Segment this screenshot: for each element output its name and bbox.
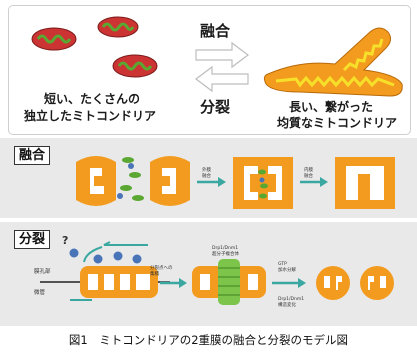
fusion-proteins <box>117 157 144 201</box>
fission-row-label: 分裂 <box>14 230 51 249</box>
drp-change-line2: 構造変化 <box>278 303 296 308</box>
overview-fusion-label: 融合 <box>200 22 231 40</box>
fragmented-caption-line2: 独立したミトコンドリア <box>24 109 157 123</box>
overview-fission-label: 分裂 <box>200 98 231 116</box>
gtp-line1: GTP <box>278 262 287 267</box>
figure-caption: 図1 ミトコンドリアの2重膜の融合と分裂のモデル図 <box>68 333 349 347</box>
fragmented-caption-line1: 短い、たくさんの <box>44 92 141 106</box>
membrane-pore-label: 膜孔部 <box>34 269 51 275</box>
drp-complex-line2: 超分子複合体 <box>212 252 239 257</box>
fusion-step2-line2: 融合 <box>304 174 313 179</box>
fragmented-mitochondrion-3 <box>112 54 158 78</box>
microtubule-label: 微管 <box>34 290 46 296</box>
unknown-factor-mark: ? <box>62 234 69 247</box>
fission-mito-constriction <box>192 259 266 305</box>
fission-mito-1 <box>80 266 158 298</box>
fusion-step2-line1: 内膜 <box>304 168 313 173</box>
fission-daughter-2 <box>360 266 394 300</box>
fusion-result <box>335 157 395 209</box>
fusion-step1-line1: 外膜 <box>202 168 211 173</box>
networked-mitochondrion <box>263 27 403 97</box>
networked-caption-line2: 均質なミトコンドリア <box>277 116 398 130</box>
fusion-arrow-1 <box>197 177 226 187</box>
fission-daughter-1 <box>316 266 350 300</box>
fusion-mito-left <box>76 156 116 206</box>
fusion-row-label: 融合 <box>14 146 51 165</box>
fission-arrow-2 <box>272 278 306 288</box>
drp-change-line1: Drp1/Dnm1 <box>278 297 305 302</box>
networked-caption-line1: 長い、繋がった <box>289 100 374 114</box>
drp-complex-line1: Drp1/Dnm1 <box>212 246 239 251</box>
fusion-arrow-2 <box>300 177 328 187</box>
fusion-intermediate <box>233 157 293 209</box>
fission-recruit-proteins <box>69 241 148 301</box>
fusion-arrow <box>195 41 249 69</box>
gtp-line2: 加水分解 <box>278 268 296 273</box>
fission-arrow-1 <box>160 278 187 288</box>
fragmented-mitochondrion-2 <box>97 16 139 38</box>
fusion-step1-line2: 融合 <box>202 174 211 179</box>
fusion-mito-right <box>150 156 190 206</box>
fragmented-mitochondrion-1 <box>31 27 77 51</box>
fission-arrow <box>195 65 249 93</box>
fission-step1-line1: 分裂点への <box>150 266 173 271</box>
fission-step1-line2: 集積 <box>150 272 159 277</box>
